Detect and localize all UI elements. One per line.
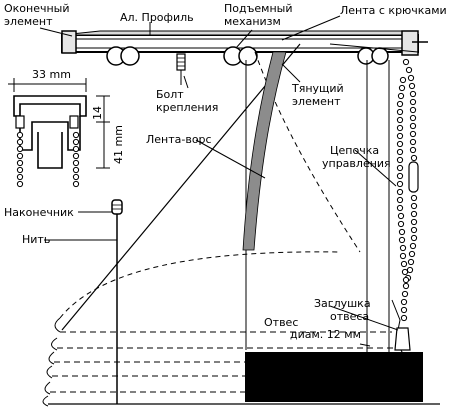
- carrier-wheels: [106, 46, 389, 66]
- blind-lines: [42, 43, 440, 407]
- label-pulling-element-2: элемент: [292, 95, 341, 108]
- label-lifting-mechanism-1: Подъемный: [224, 2, 292, 15]
- label-weight-cap-1: Заглушка: [314, 297, 371, 310]
- label-dimension-width: 33 mm: [32, 68, 71, 81]
- label-pulling-element-1: Тянущий: [291, 82, 344, 95]
- label-thread: Нить: [22, 233, 50, 246]
- label-dimension-14: 14: [91, 106, 104, 120]
- label-weight-2: диам. 12 мм: [290, 328, 361, 341]
- label-tip: Наконечник: [4, 206, 74, 219]
- label-lifting-mechanism-2: механизм: [224, 15, 281, 28]
- label-pile-tape: Лента-ворс: [146, 133, 212, 146]
- redaction-block: [245, 352, 423, 402]
- label-control-chain-2: управления: [322, 157, 391, 170]
- label-al-profile: Ал. Профиль: [120, 11, 194, 24]
- label-control-chain-1: Цепочка: [330, 144, 379, 157]
- label-hook-tape: Лента с крючками: [340, 4, 447, 17]
- label-dimension-41: 41 mm: [112, 125, 125, 164]
- label-end-element-1: Оконечный: [4, 2, 70, 15]
- pile-tape: [242, 51, 287, 251]
- mounting-bolt: [176, 53, 186, 85]
- label-mounting-bolt-2: крепления: [156, 101, 218, 114]
- weight-cap: [394, 327, 411, 351]
- label-weight-cap-2: отвеса: [330, 310, 369, 323]
- profile-cross-section: [8, 78, 110, 188]
- label-mounting-bolt-1: Болт: [156, 88, 184, 101]
- leader-lines: [39, 15, 399, 347]
- control-chain: [396, 58, 419, 322]
- label-weight-1: Отвес: [264, 316, 298, 329]
- tip: [111, 199, 123, 215]
- label-end-element-2: элемент: [4, 15, 53, 28]
